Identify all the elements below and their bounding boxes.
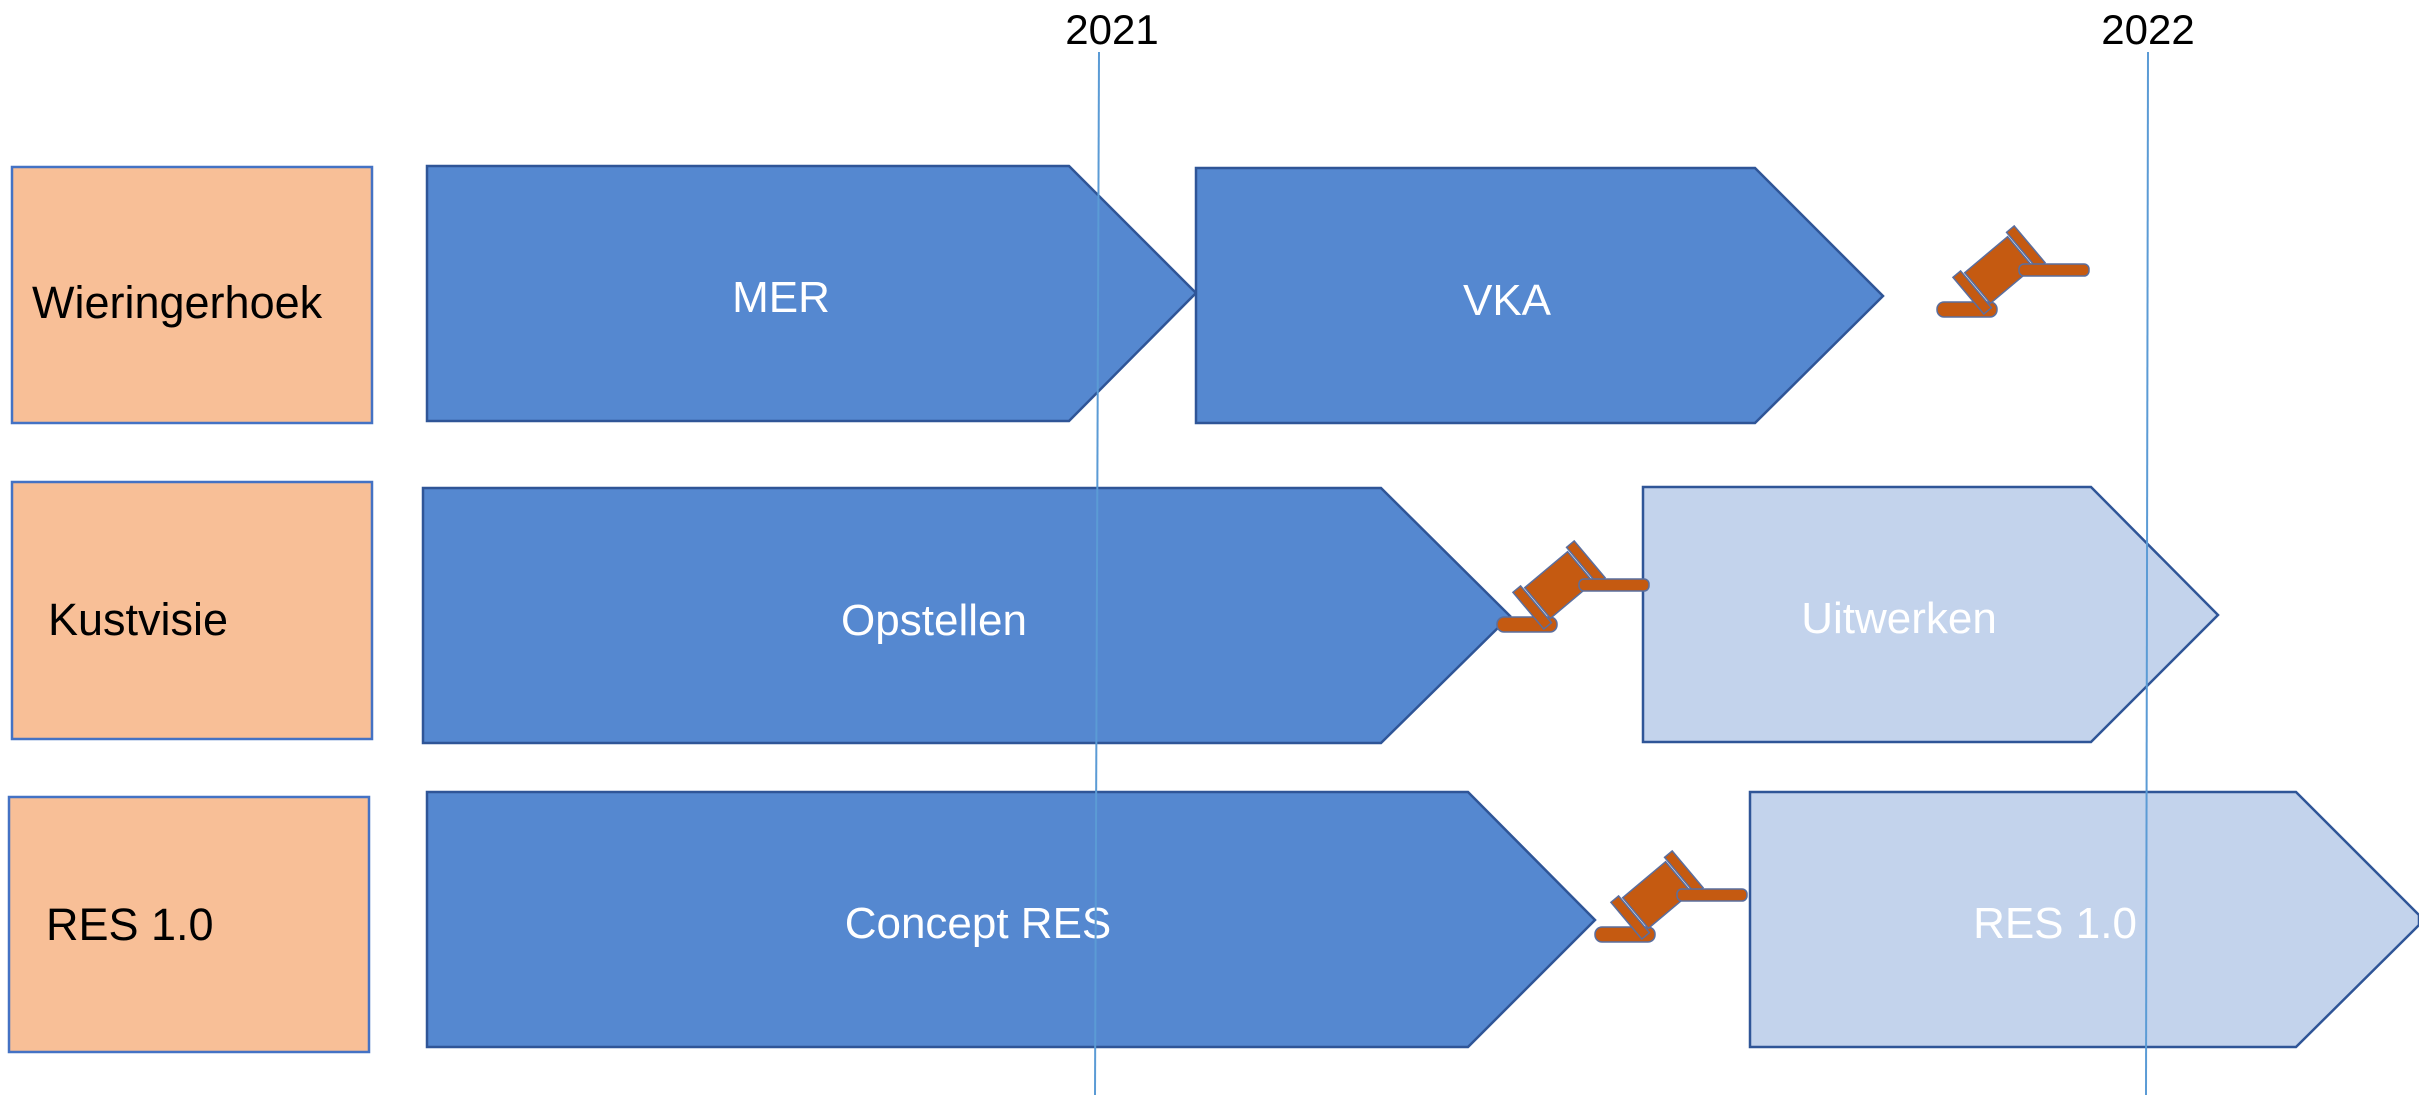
step-arrow-res-final: RES 1.0	[1748, 790, 2419, 1049]
row-label-kustvisie: Kustvisie	[10, 480, 374, 741]
step-arrow-opstellen: Opstellen	[421, 486, 1512, 745]
row-label-text: RES 1.0	[46, 899, 214, 950]
step-arrow-mer: MER	[425, 164, 1198, 423]
gavel-icon	[1936, 204, 2096, 345]
row-label-text: Kustvisie	[48, 594, 228, 645]
step-label: Opstellen	[841, 596, 1027, 645]
step-label: RES 1.0	[1973, 899, 2137, 948]
step-arrow-uitwerken: Uitwerken	[1641, 485, 2220, 744]
gavel-icon	[1594, 829, 1754, 970]
step-label: VKA	[1463, 276, 1552, 325]
year-marker-2022: 2022	[2101, 6, 2195, 1095]
year-label: 2021	[1065, 6, 1158, 53]
year-marker-2021: 2021	[1065, 6, 1159, 1095]
gavel-icon	[1496, 519, 1656, 660]
year-label: 2022	[2101, 6, 2194, 53]
step-label: Concept RES	[845, 899, 1112, 948]
step-arrow-vka: VKA	[1194, 166, 1885, 425]
step-arrow-concept-res: Concept RES	[425, 790, 1597, 1049]
step-label: Uitwerken	[1801, 594, 1997, 643]
step-label: MER	[732, 273, 830, 322]
row-label-res: RES 1.0	[7, 795, 371, 1054]
row-label-text: Wieringerhoek	[32, 277, 323, 328]
row-label-wieringerhoek: Wieringerhoek	[10, 165, 374, 425]
